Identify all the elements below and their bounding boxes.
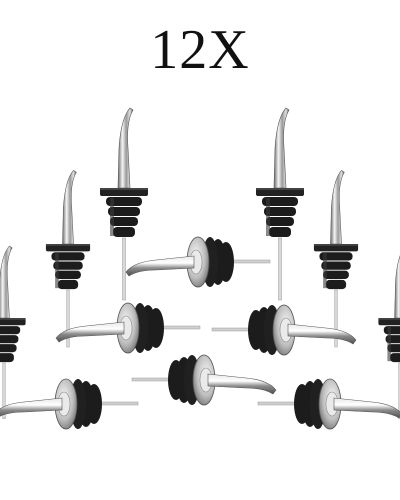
pourer-lying bbox=[125, 236, 271, 288]
pourer-upright bbox=[377, 245, 400, 420]
pourer-upright bbox=[0, 245, 27, 420]
pourer-lying bbox=[131, 354, 277, 406]
pourer-lying bbox=[257, 378, 400, 430]
pourer-upright bbox=[45, 169, 91, 348]
quantity-title: 12X bbox=[150, 19, 250, 81]
pourer-lying bbox=[55, 302, 201, 354]
pourer-lying bbox=[0, 378, 139, 430]
pourer-upright bbox=[255, 107, 305, 301]
pourer-upright bbox=[313, 169, 359, 348]
